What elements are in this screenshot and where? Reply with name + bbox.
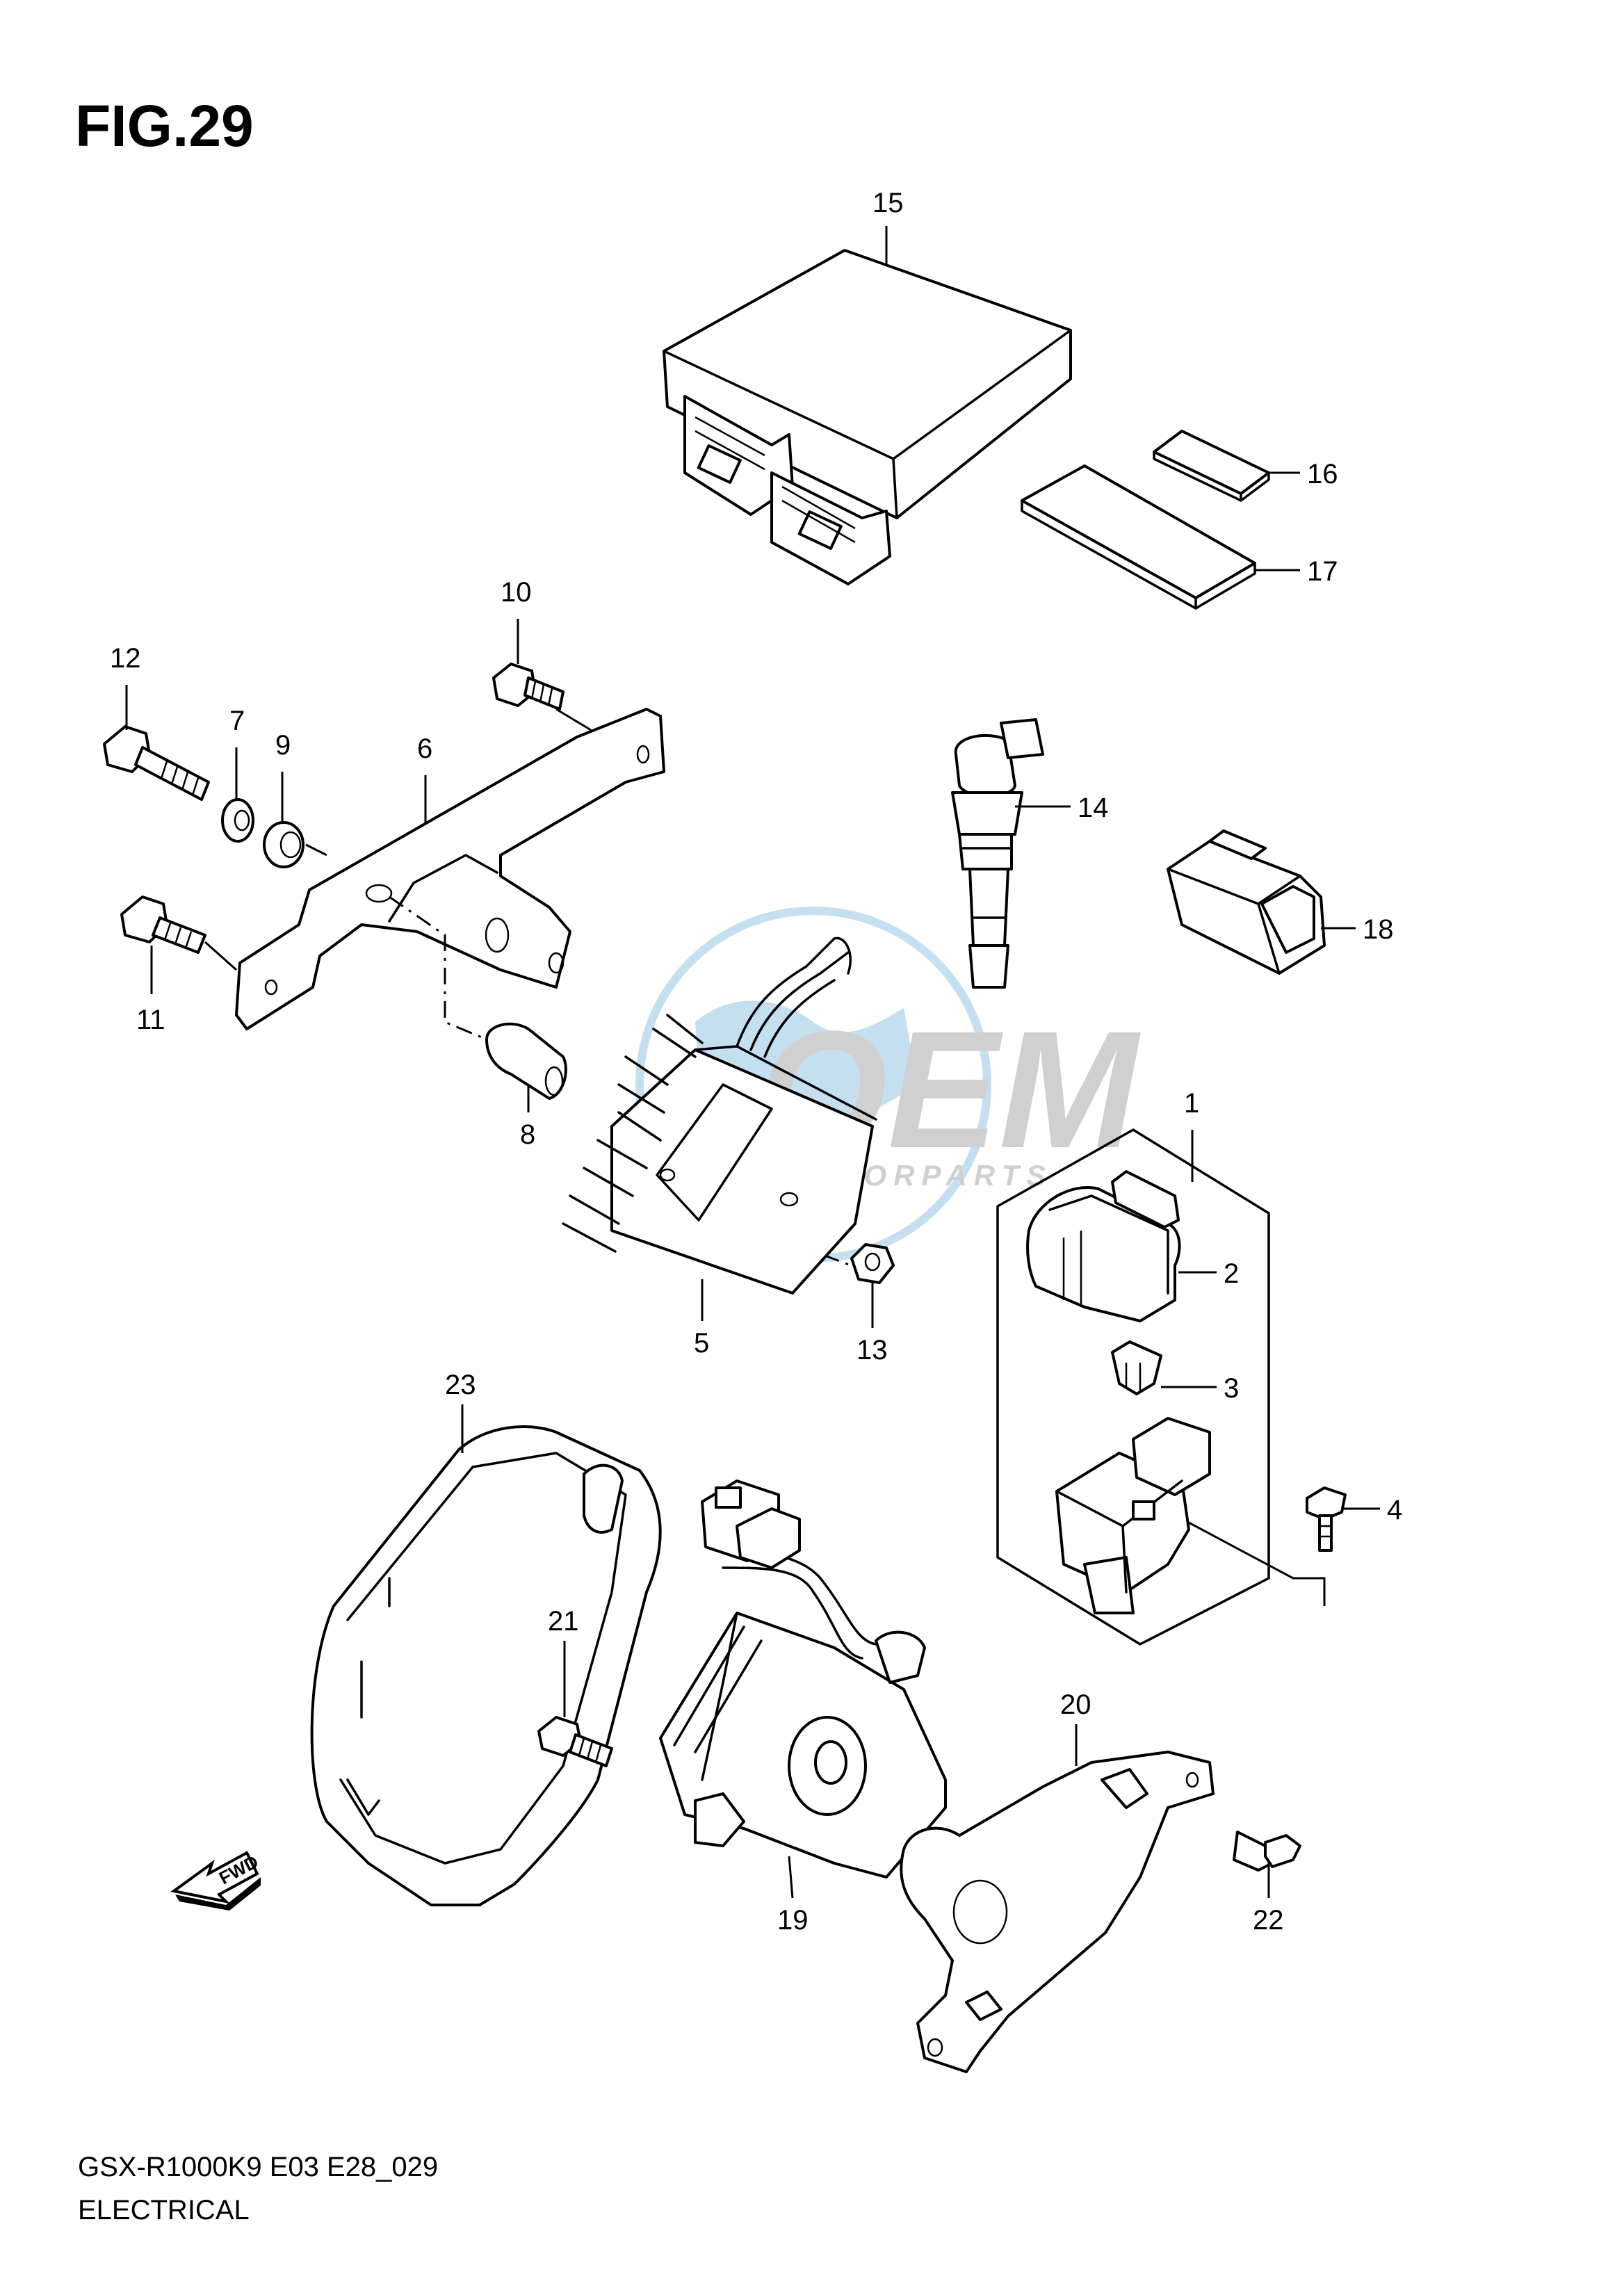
center-line	[389, 895, 487, 1041]
relay-cover-part-2[interactable]	[1026, 1170, 1181, 1322]
starter-relay-outline-part-1[interactable]	[996, 1128, 1270, 1646]
callout-15: 15	[872, 188, 904, 218]
screw-part-22[interactable]	[1233, 1831, 1301, 1872]
callout-23: 23	[445, 1370, 476, 1400]
bracket-part-6[interactable]	[235, 708, 665, 1030]
callout-22: 22	[1253, 1905, 1284, 1936]
callout-3: 3	[1224, 1373, 1239, 1404]
callout-10: 10	[501, 577, 532, 608]
fuse-part-3[interactable]	[1111, 1340, 1162, 1395]
callout-13: 13	[856, 1335, 888, 1365]
callout-6: 6	[417, 733, 432, 764]
callout-5: 5	[694, 1328, 709, 1359]
pad-part-17[interactable]	[1021, 464, 1256, 610]
callout-17: 17	[1307, 556, 1338, 587]
screw-part-4[interactable]	[1306, 1486, 1347, 1552]
starter-relay-part-1[interactable]	[1055, 1417, 1211, 1614]
callout-14: 14	[1078, 793, 1109, 823]
section-name: ELECTRICAL	[78, 2195, 250, 2225]
bolt-part-10[interactable]	[492, 663, 565, 711]
fwd-arrow-icon: FWD	[170, 1851, 261, 1911]
bolt-part-12[interactable]	[103, 725, 210, 801]
label-pad-part-16[interactable]	[1153, 430, 1270, 502]
callout-1: 1	[1184, 1088, 1199, 1119]
callout-11: 11	[136, 1005, 165, 1035]
sensor-unit-part-19[interactable]	[659, 1479, 947, 1879]
callout-18: 18	[1363, 914, 1394, 945]
washer-part-7[interactable]	[221, 798, 254, 843]
leader-lines	[125, 226, 1380, 1899]
ecu-unit-part-15[interactable]	[663, 249, 1072, 585]
spacer-part-8[interactable]	[485, 1022, 567, 1100]
callout-19: 19	[777, 1905, 809, 1936]
connector-part-18[interactable]	[1167, 829, 1326, 975]
regulator-part-5[interactable]	[562, 936, 877, 1295]
figure-title: FIG.29	[75, 93, 254, 159]
bracket-part-20[interactable]	[900, 1751, 1215, 2073]
callout-8: 8	[520, 1119, 535, 1150]
model-code: GSX-R1000K9 E03 E28_029	[78, 2152, 438, 2182]
callout-20: 20	[1060, 1689, 1091, 1720]
bolt-part-21[interactable]	[537, 1716, 613, 1767]
callout-4: 4	[1387, 1495, 1402, 1525]
cover-part-23[interactable]	[310, 1425, 662, 1906]
callout-12: 12	[110, 643, 141, 674]
callout-9: 9	[275, 730, 291, 761]
nut-part-13[interactable]	[850, 1243, 895, 1284]
callout-16: 16	[1307, 459, 1338, 489]
callout-7: 7	[229, 706, 245, 736]
bolt-part-11[interactable]	[120, 895, 206, 954]
callout-21: 21	[548, 1606, 579, 1637]
callout-2: 2	[1224, 1258, 1239, 1289]
sensor-part-14[interactable]	[951, 718, 1044, 989]
grommet-part-9[interactable]	[263, 821, 304, 868]
